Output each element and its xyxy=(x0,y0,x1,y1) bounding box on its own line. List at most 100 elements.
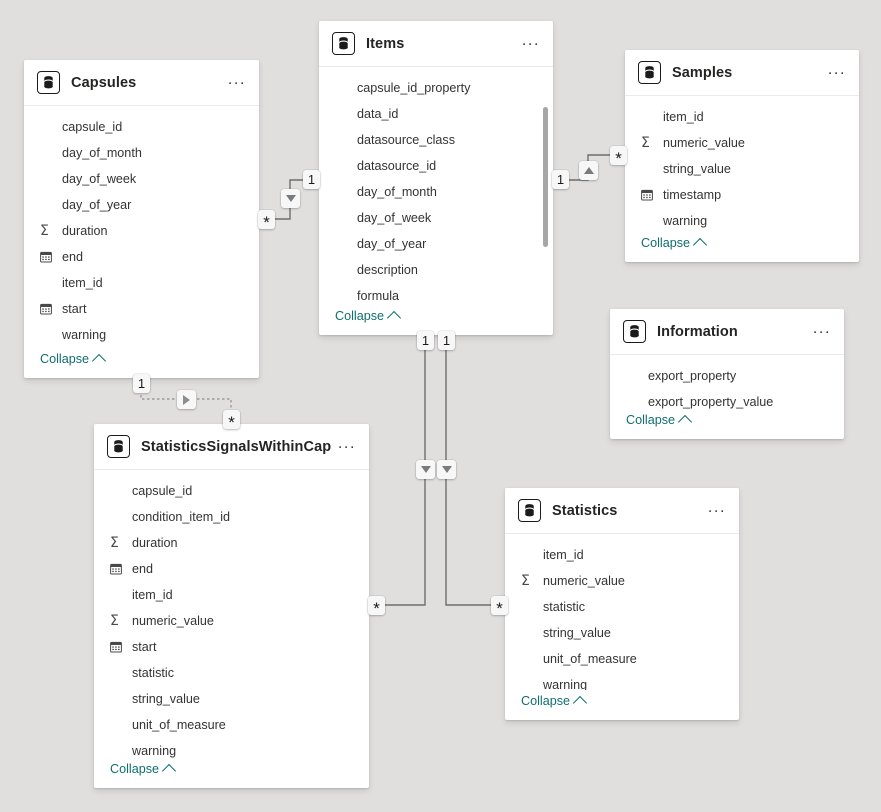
field-row[interactable]: formula xyxy=(319,283,553,305)
field-row[interactable]: item_id xyxy=(505,542,739,568)
field-row[interactable]: item_id xyxy=(94,582,369,608)
cardinality-badge-many[interactable]: * xyxy=(610,146,627,167)
field-row[interactable]: capsule_id_property xyxy=(319,75,553,101)
field-row[interactable]: warning xyxy=(505,672,739,690)
collapse-button[interactable]: Collapse xyxy=(94,758,369,788)
table-card-capsules[interactable]: Capsules... capsule_id day_of_month day_of_… xyxy=(24,60,259,378)
cardinality-badge-one[interactable]: 1 xyxy=(438,331,455,350)
field-row[interactable]: string_value xyxy=(505,620,739,646)
field-icon-none xyxy=(110,692,127,706)
cardinality-badge-one[interactable]: 1 xyxy=(133,374,150,393)
more-options-icon[interactable]: ... xyxy=(812,319,831,337)
field-icon-none xyxy=(521,600,538,614)
cardinality-badge-one[interactable]: 1 xyxy=(417,331,434,350)
table-card-statisticssignalswithincapsules[interactable]: StatisticsSignalsWithinCapsules... capsul… xyxy=(94,424,369,788)
field-row[interactable]: warning xyxy=(24,322,259,348)
field-row[interactable]: capsule_id xyxy=(24,114,259,140)
more-options-icon[interactable]: ... xyxy=(227,70,246,88)
field-row[interactable]: export_property_value xyxy=(610,389,844,409)
field-row[interactable]: end xyxy=(94,556,369,582)
field-icon-none xyxy=(40,146,57,160)
chevron-up-icon xyxy=(161,763,177,778)
collapse-label: Collapse xyxy=(110,762,160,776)
field-row[interactable]: timestamp xyxy=(625,182,859,208)
field-row[interactable]: day_of_year xyxy=(319,231,553,257)
field-row[interactable]: condition_item_id xyxy=(94,504,369,530)
cardinality-badge-many[interactable]: * xyxy=(491,596,508,617)
field-name: item_id xyxy=(62,276,103,290)
more-options-icon[interactable]: ... xyxy=(707,498,726,516)
collapse-button[interactable]: Collapse xyxy=(505,690,739,720)
cross-filter-direction-icon[interactable] xyxy=(177,390,196,409)
calendar-icon xyxy=(110,562,127,576)
field-row[interactable]: capsule_id xyxy=(94,478,369,504)
cardinality-badge-many[interactable]: * xyxy=(368,596,385,617)
cardinality-badge-one[interactable]: 1 xyxy=(303,170,320,189)
field-row[interactable]: unit_of_measure xyxy=(505,646,739,672)
table-header[interactable]: Samples... xyxy=(625,50,859,96)
field-row[interactable]: description xyxy=(319,257,553,283)
field-row[interactable]: warning xyxy=(625,208,859,232)
field-row[interactable]: datasource_id xyxy=(319,153,553,179)
field-name: item_id xyxy=(543,548,584,562)
field-row[interactable]: export_property xyxy=(610,363,844,389)
cross-filter-direction-icon[interactable] xyxy=(416,460,435,479)
field-row[interactable]: end xyxy=(24,244,259,270)
field-row[interactable]: string_value xyxy=(94,686,369,712)
field-row[interactable]: string_value xyxy=(625,156,859,182)
more-options-icon[interactable]: ... xyxy=(827,60,846,78)
cross-filter-direction-icon[interactable] xyxy=(579,161,598,180)
field-row[interactable]: start xyxy=(94,634,369,660)
field-row[interactable]: item_id xyxy=(625,104,859,130)
cardinality-badge-many[interactable]: * xyxy=(223,410,240,431)
field-row[interactable]: day_of_week xyxy=(319,205,553,231)
table-header[interactable]: Items... xyxy=(319,21,553,67)
field-row[interactable]: day_of_week xyxy=(24,166,259,192)
field-row[interactable]: item_id xyxy=(24,270,259,296)
collapse-button[interactable]: Collapse xyxy=(319,305,553,335)
table-title: StatisticsSignalsWithinCapsules xyxy=(141,438,332,455)
table-header[interactable]: Statistics... xyxy=(505,488,739,534)
field-icon-none xyxy=(335,289,352,303)
field-name: string_value xyxy=(132,692,200,706)
field-row[interactable]: day_of_month xyxy=(24,140,259,166)
triangle-down-icon xyxy=(441,466,452,473)
field-row[interactable]: statistic xyxy=(505,594,739,620)
table-header[interactable]: Capsules... xyxy=(24,60,259,106)
cardinality-badge-one[interactable]: 1 xyxy=(552,170,569,189)
collapse-button[interactable]: Collapse xyxy=(625,232,859,262)
collapse-button[interactable]: Collapse xyxy=(610,409,844,439)
database-table-icon xyxy=(623,320,646,343)
field-row[interactable]: data_id xyxy=(319,101,553,127)
field-icon-none xyxy=(626,395,643,409)
field-row[interactable]: unit_of_measure xyxy=(94,712,369,738)
field-icon-none xyxy=(110,484,127,498)
field-name: day_of_month xyxy=(62,146,142,160)
cross-filter-direction-icon[interactable] xyxy=(281,189,300,208)
more-options-icon[interactable]: ... xyxy=(337,434,356,452)
table-header[interactable]: Information... xyxy=(610,309,844,355)
field-row[interactable]: statistic xyxy=(94,660,369,686)
cross-filter-direction-icon[interactable] xyxy=(437,460,456,479)
field-row[interactable]: datasource_class xyxy=(319,127,553,153)
field-row[interactable]: start xyxy=(24,296,259,322)
collapse-button[interactable]: Collapse xyxy=(24,348,259,378)
cardinality-badge-many[interactable]: * xyxy=(258,210,275,231)
field-row[interactable]: day_of_year xyxy=(24,192,259,218)
table-header[interactable]: StatisticsSignalsWithinCapsules... xyxy=(94,424,369,470)
more-options-icon[interactable]: ... xyxy=(521,31,540,49)
field-row[interactable]: warning xyxy=(94,738,369,758)
field-row[interactable]: day_of_month xyxy=(319,179,553,205)
vertical-scrollbar[interactable] xyxy=(543,107,548,247)
field-icon-none xyxy=(40,198,57,212)
